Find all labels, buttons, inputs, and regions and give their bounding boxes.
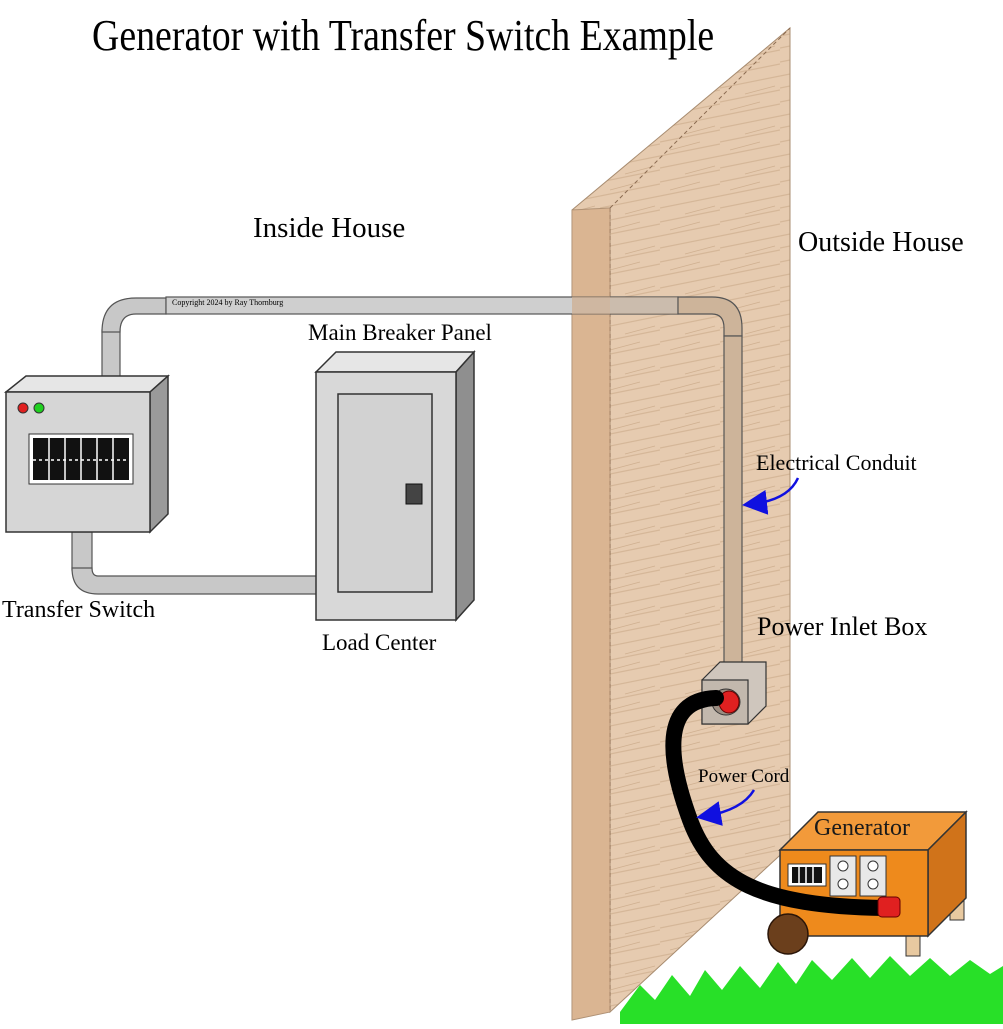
transfer-switch-label: Transfer Switch <box>2 597 156 623</box>
generator-label: Generator <box>814 815 910 841</box>
generator-unit <box>767 810 968 957</box>
conduit-arrow <box>742 477 800 515</box>
load-center-label: Load Center <box>322 630 437 655</box>
diagram-title: Generator with Transfer Switch Example <box>92 11 715 60</box>
copyright-text: Copyright 2024 by Ray Thornburg <box>172 298 284 307</box>
load-center-panel <box>314 350 476 622</box>
electrical-conduit-label: Electrical Conduit <box>756 450 917 475</box>
power-cord <box>665 690 892 916</box>
cord-arrow <box>696 789 756 826</box>
house-wall <box>571 26 791 1021</box>
power-cord-label: Power Cord <box>698 766 790 787</box>
power-inlet-box <box>701 661 767 725</box>
main-breaker-panel-label: Main Breaker Panel <box>308 320 492 345</box>
power-inlet-box-label: Power Inlet Box <box>757 612 928 641</box>
conduit-bottom <box>71 531 319 595</box>
conduit-top <box>101 296 743 667</box>
grass <box>620 956 1003 1024</box>
transfer-switch-box <box>3 374 170 534</box>
outside-house-label: Outside House <box>798 227 964 258</box>
generator-plug <box>877 896 901 918</box>
inside-house-label: Inside House <box>253 212 406 244</box>
